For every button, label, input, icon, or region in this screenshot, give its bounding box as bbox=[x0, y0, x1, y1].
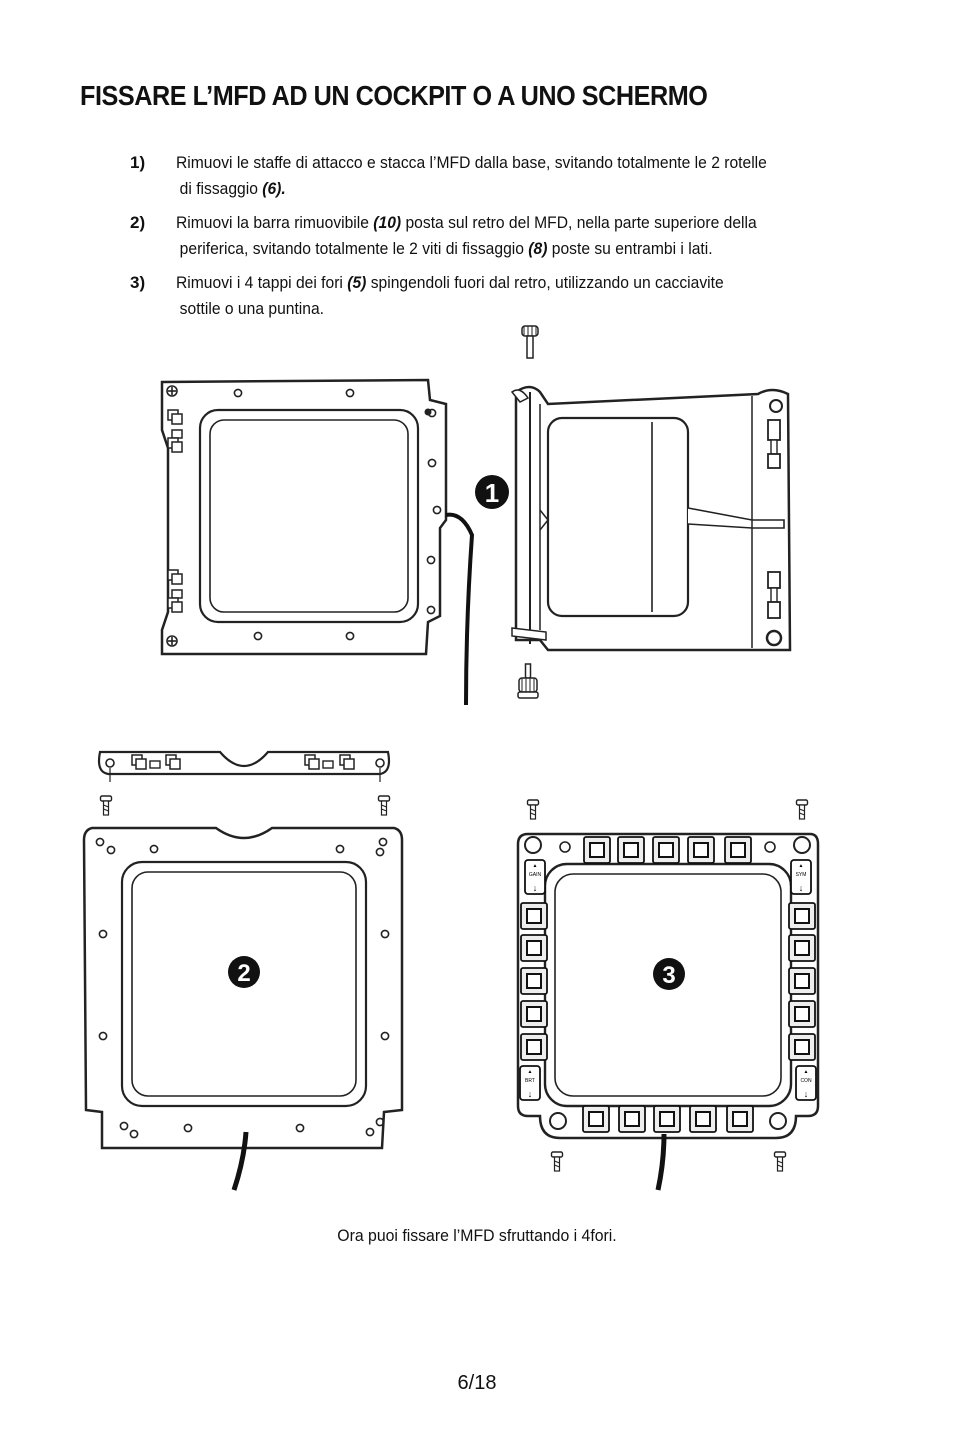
brt-label: BRT bbox=[525, 1078, 535, 1084]
rocker-gain: ▲ GAIN ↓ bbox=[524, 859, 546, 895]
page-number: 6/18 bbox=[457, 1372, 497, 1394]
svg-text:↓: ↓ bbox=[533, 883, 538, 893]
step-number: 2) bbox=[130, 213, 146, 232]
gain-label: GAIN bbox=[529, 872, 542, 878]
page-title: FISSARE L’MFD AD UN COCKPIT O A UNO SCHE… bbox=[80, 80, 708, 111]
sym-label: SYM bbox=[796, 872, 807, 878]
callout-1: 1 bbox=[485, 478, 499, 508]
svg-text:▲: ▲ bbox=[799, 863, 804, 869]
right-button-column bbox=[788, 902, 816, 1061]
callout-3: 3 bbox=[662, 962, 675, 989]
step-number: 1) bbox=[130, 153, 146, 172]
reference-number: (8) bbox=[528, 239, 548, 258]
mfd-front-view: ▲ GAIN ↓ ▲ SYM ↓ ▲ BRT ↓ ▲ CON ↓ 3 bbox=[516, 799, 820, 1191]
svg-text:▲: ▲ bbox=[528, 1069, 533, 1075]
step-text: Rimuovi le staffe di attacco e stacca l’… bbox=[176, 153, 767, 198]
rocker-sym: ▲ SYM ↓ bbox=[790, 859, 812, 895]
step-text: Rimuovi la barra rimuovibile (10) posta … bbox=[176, 213, 757, 258]
figure-caption: Ora puoi fissare l’MFD sfruttando i 4for… bbox=[337, 1226, 617, 1245]
callout-2: 2 bbox=[237, 960, 250, 987]
step-text: Rimuovi i 4 tappi dei fori (5) spingendo… bbox=[176, 273, 724, 318]
back-plate-left: 1 bbox=[160, 378, 509, 706]
left-button-column bbox=[520, 902, 548, 1061]
reference-number: (10) bbox=[373, 213, 402, 232]
bottom-button-row bbox=[582, 1105, 754, 1133]
back-plate-bottom: 2 bbox=[82, 826, 404, 1191]
top-button-row bbox=[583, 836, 752, 864]
svg-text:▲: ▲ bbox=[804, 1069, 809, 1075]
svg-text:▲: ▲ bbox=[533, 863, 538, 869]
removable-bar bbox=[97, 750, 391, 816]
step-number: 3) bbox=[130, 273, 146, 292]
con-label: CON bbox=[800, 1078, 812, 1084]
mfd-side-view bbox=[510, 325, 792, 699]
reference-number: (6) bbox=[262, 179, 282, 198]
svg-text:↓: ↓ bbox=[799, 883, 804, 893]
rocker-con: ▲ CON ↓ bbox=[795, 1065, 817, 1101]
rocker-brt: ▲ BRT ↓ bbox=[519, 1065, 541, 1101]
svg-text:↓: ↓ bbox=[528, 1089, 533, 1099]
svg-text:↓: ↓ bbox=[804, 1089, 809, 1099]
reference-number: (5) bbox=[347, 273, 367, 292]
